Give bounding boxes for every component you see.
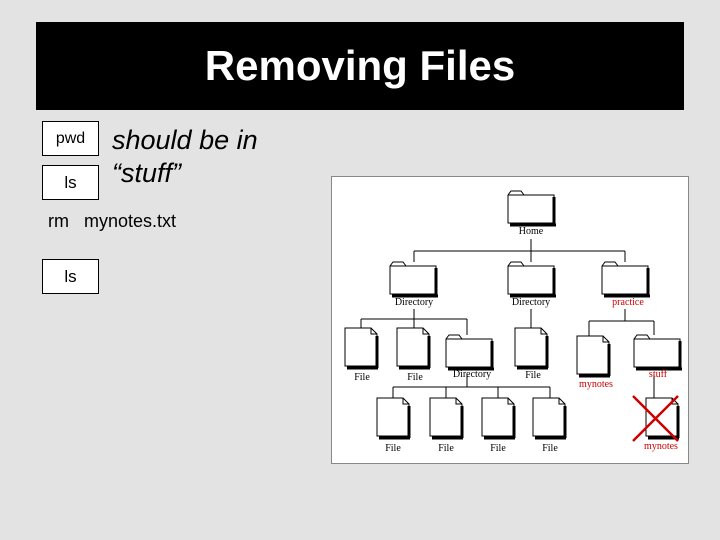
command-pwd: pwd (42, 121, 99, 156)
practice-folder-icon (600, 260, 652, 298)
home-folder-icon (506, 189, 558, 227)
file-label: File (407, 372, 423, 383)
mynotes-file-icon (575, 334, 612, 378)
file-label: File (354, 372, 370, 383)
directory-left-label: Directory (395, 297, 433, 308)
title-bar: Removing Files (36, 22, 684, 110)
slide-title: Removing Files (204, 42, 516, 89)
directory-folder-icon (444, 333, 496, 371)
mynotes-deleted-label: mynotes (644, 441, 678, 452)
file-label: File (525, 370, 541, 381)
file-label: File (542, 443, 558, 454)
directory-sub-label: Directory (453, 369, 491, 380)
stuff-label: stuff (649, 369, 668, 380)
command-ls: ls (42, 165, 99, 200)
file-icon (513, 326, 550, 370)
file-icon (428, 396, 465, 440)
file-icon (343, 326, 380, 370)
directory-mid-label: Directory (512, 297, 550, 308)
directory-tree-diagram: Home Directory Directory practice File F… (331, 176, 689, 464)
delete-cross-icon (632, 395, 679, 442)
directory-tree-svg: Home Directory Directory practice File F… (343, 189, 684, 454)
file-icon (375, 396, 412, 440)
mynotes-label: mynotes (579, 379, 613, 390)
practice-label: practice (612, 297, 644, 308)
stuff-folder-icon (632, 333, 684, 371)
file-label: File (385, 443, 401, 454)
directory-folder-icon (388, 260, 440, 298)
home-label: Home (519, 226, 544, 237)
file-label: File (490, 443, 506, 454)
file-label: File (438, 443, 454, 454)
location-note: should be in “stuff” (112, 124, 258, 190)
note-line-1: should be in (112, 125, 258, 155)
note-line-2: “stuff” (112, 158, 182, 188)
mynotes-file-icon (644, 396, 681, 440)
directory-folder-icon (506, 260, 558, 298)
command-ls-again: ls (42, 259, 99, 294)
file-icon (531, 396, 568, 440)
file-icon (395, 326, 432, 370)
tree-connectors (360, 239, 655, 398)
command-rm: rm mynotes.txt (48, 211, 177, 231)
file-icon (480, 396, 517, 440)
